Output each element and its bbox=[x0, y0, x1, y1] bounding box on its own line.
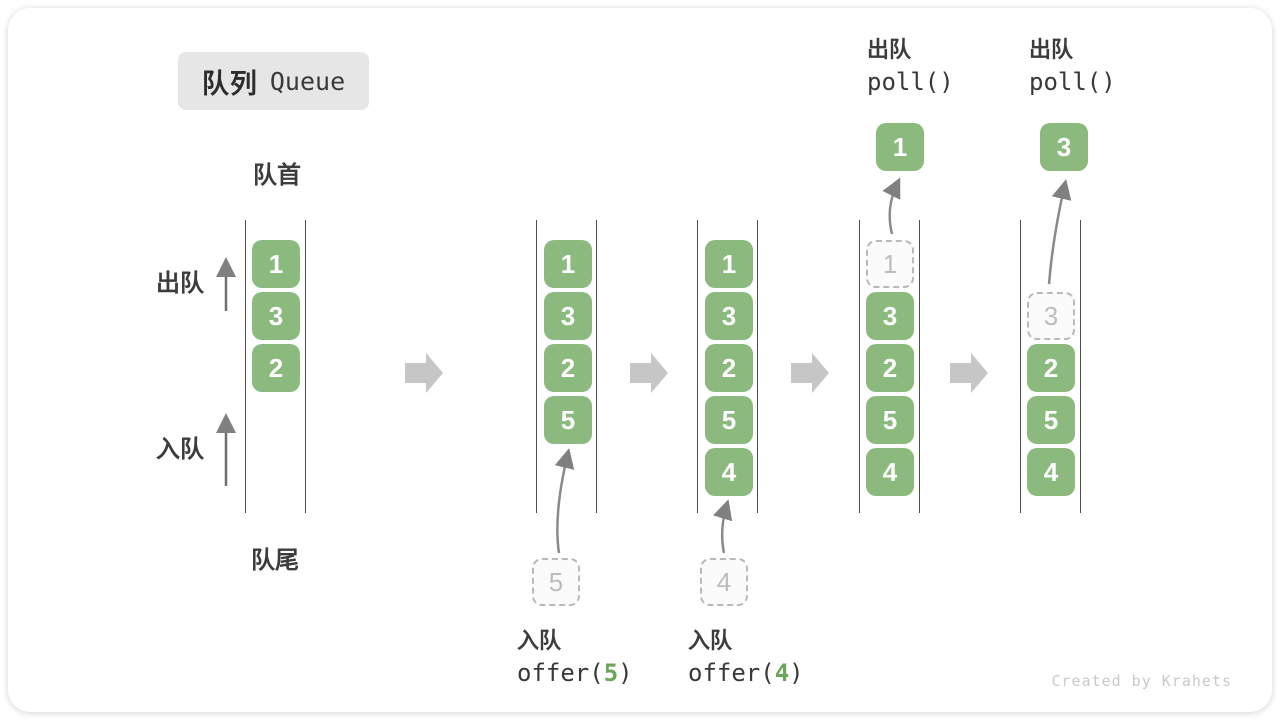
title-badge: 队列 Queue bbox=[178, 52, 369, 110]
arrows-overlay bbox=[216, 177, 1072, 554]
op-name: 入队 bbox=[688, 628, 733, 653]
title-zh: 队列 bbox=[201, 68, 258, 99]
code-fn: offer( bbox=[688, 659, 775, 687]
queue-cell: 2 bbox=[252, 344, 300, 392]
queue-cell: 3 bbox=[866, 292, 914, 340]
queue-rails-1 bbox=[245, 220, 306, 513]
queue-cell: 2 bbox=[705, 344, 753, 392]
step-arrow-icon bbox=[630, 353, 668, 393]
staged-enqueue-cell: 5 bbox=[532, 558, 580, 606]
code-close: ) bbox=[618, 659, 633, 687]
op-code: offer(4) bbox=[688, 656, 804, 690]
op-name: 出队 bbox=[1029, 37, 1074, 62]
code-arg: 5 bbox=[603, 659, 619, 687]
queue-cell: 2 bbox=[866, 344, 914, 392]
step-arrow-icon bbox=[405, 353, 443, 393]
staged-enqueue-cell: 4 bbox=[700, 558, 748, 606]
code-arg: 4 bbox=[774, 659, 790, 687]
op-label-enqueue-4: 入队 offer(4) bbox=[688, 626, 804, 690]
queue-cell: 5 bbox=[1027, 396, 1075, 444]
removed-cell: 1 bbox=[866, 240, 914, 288]
queue-cell: 2 bbox=[544, 344, 592, 392]
queue-cell: 5 bbox=[544, 396, 592, 444]
queue-cell: 3 bbox=[252, 292, 300, 340]
queue-rails-3 bbox=[697, 220, 758, 513]
removed-cell: 3 bbox=[1027, 292, 1075, 340]
enqueue-side-label: 入队 bbox=[156, 436, 204, 463]
queue-front-label: 队首 bbox=[253, 162, 301, 189]
queue-cell: 1 bbox=[252, 240, 300, 288]
op-label-poll-2: 出队 poll() bbox=[1029, 35, 1116, 99]
queue-rear-label: 队尾 bbox=[251, 547, 299, 574]
op-name: 入队 bbox=[517, 628, 562, 653]
code-fn: offer( bbox=[517, 659, 604, 687]
queue-cell: 4 bbox=[1027, 448, 1075, 496]
op-label-enqueue-5: 入队 offer(5) bbox=[517, 626, 633, 690]
dequeue-side-label: 出队 bbox=[156, 270, 204, 297]
queue-cell: 5 bbox=[866, 396, 914, 444]
op-code: offer(5) bbox=[517, 656, 633, 690]
queue-cell: 1 bbox=[705, 240, 753, 288]
watermark-credit: Created by Krahets bbox=[1051, 672, 1232, 690]
queue-cell: 4 bbox=[705, 448, 753, 496]
title-en: Queue bbox=[269, 66, 346, 96]
op-code: poll() bbox=[867, 68, 954, 96]
step-arrow-icon bbox=[950, 353, 988, 393]
op-label-poll-1: 出队 poll() bbox=[867, 35, 954, 99]
polled-cell: 3 bbox=[1040, 123, 1088, 171]
op-name: 出队 bbox=[867, 37, 912, 62]
code-close: ) bbox=[789, 659, 804, 687]
queue-cell: 3 bbox=[705, 292, 753, 340]
queue-cell: 1 bbox=[544, 240, 592, 288]
queue-cell: 3 bbox=[544, 292, 592, 340]
queue-rails-4 bbox=[859, 220, 920, 513]
queue-cell: 5 bbox=[705, 396, 753, 444]
polled-cell: 1 bbox=[876, 123, 924, 171]
queue-cell: 4 bbox=[866, 448, 914, 496]
diagram-card: 队列 Queue 队首 队尾 出队 入队 bbox=[8, 8, 1272, 712]
step-arrow-icon bbox=[791, 353, 829, 393]
queue-rails-5 bbox=[1020, 220, 1081, 513]
op-code: poll() bbox=[1029, 68, 1116, 96]
queue-cell: 2 bbox=[1027, 344, 1075, 392]
queue-rails-2 bbox=[536, 220, 597, 513]
